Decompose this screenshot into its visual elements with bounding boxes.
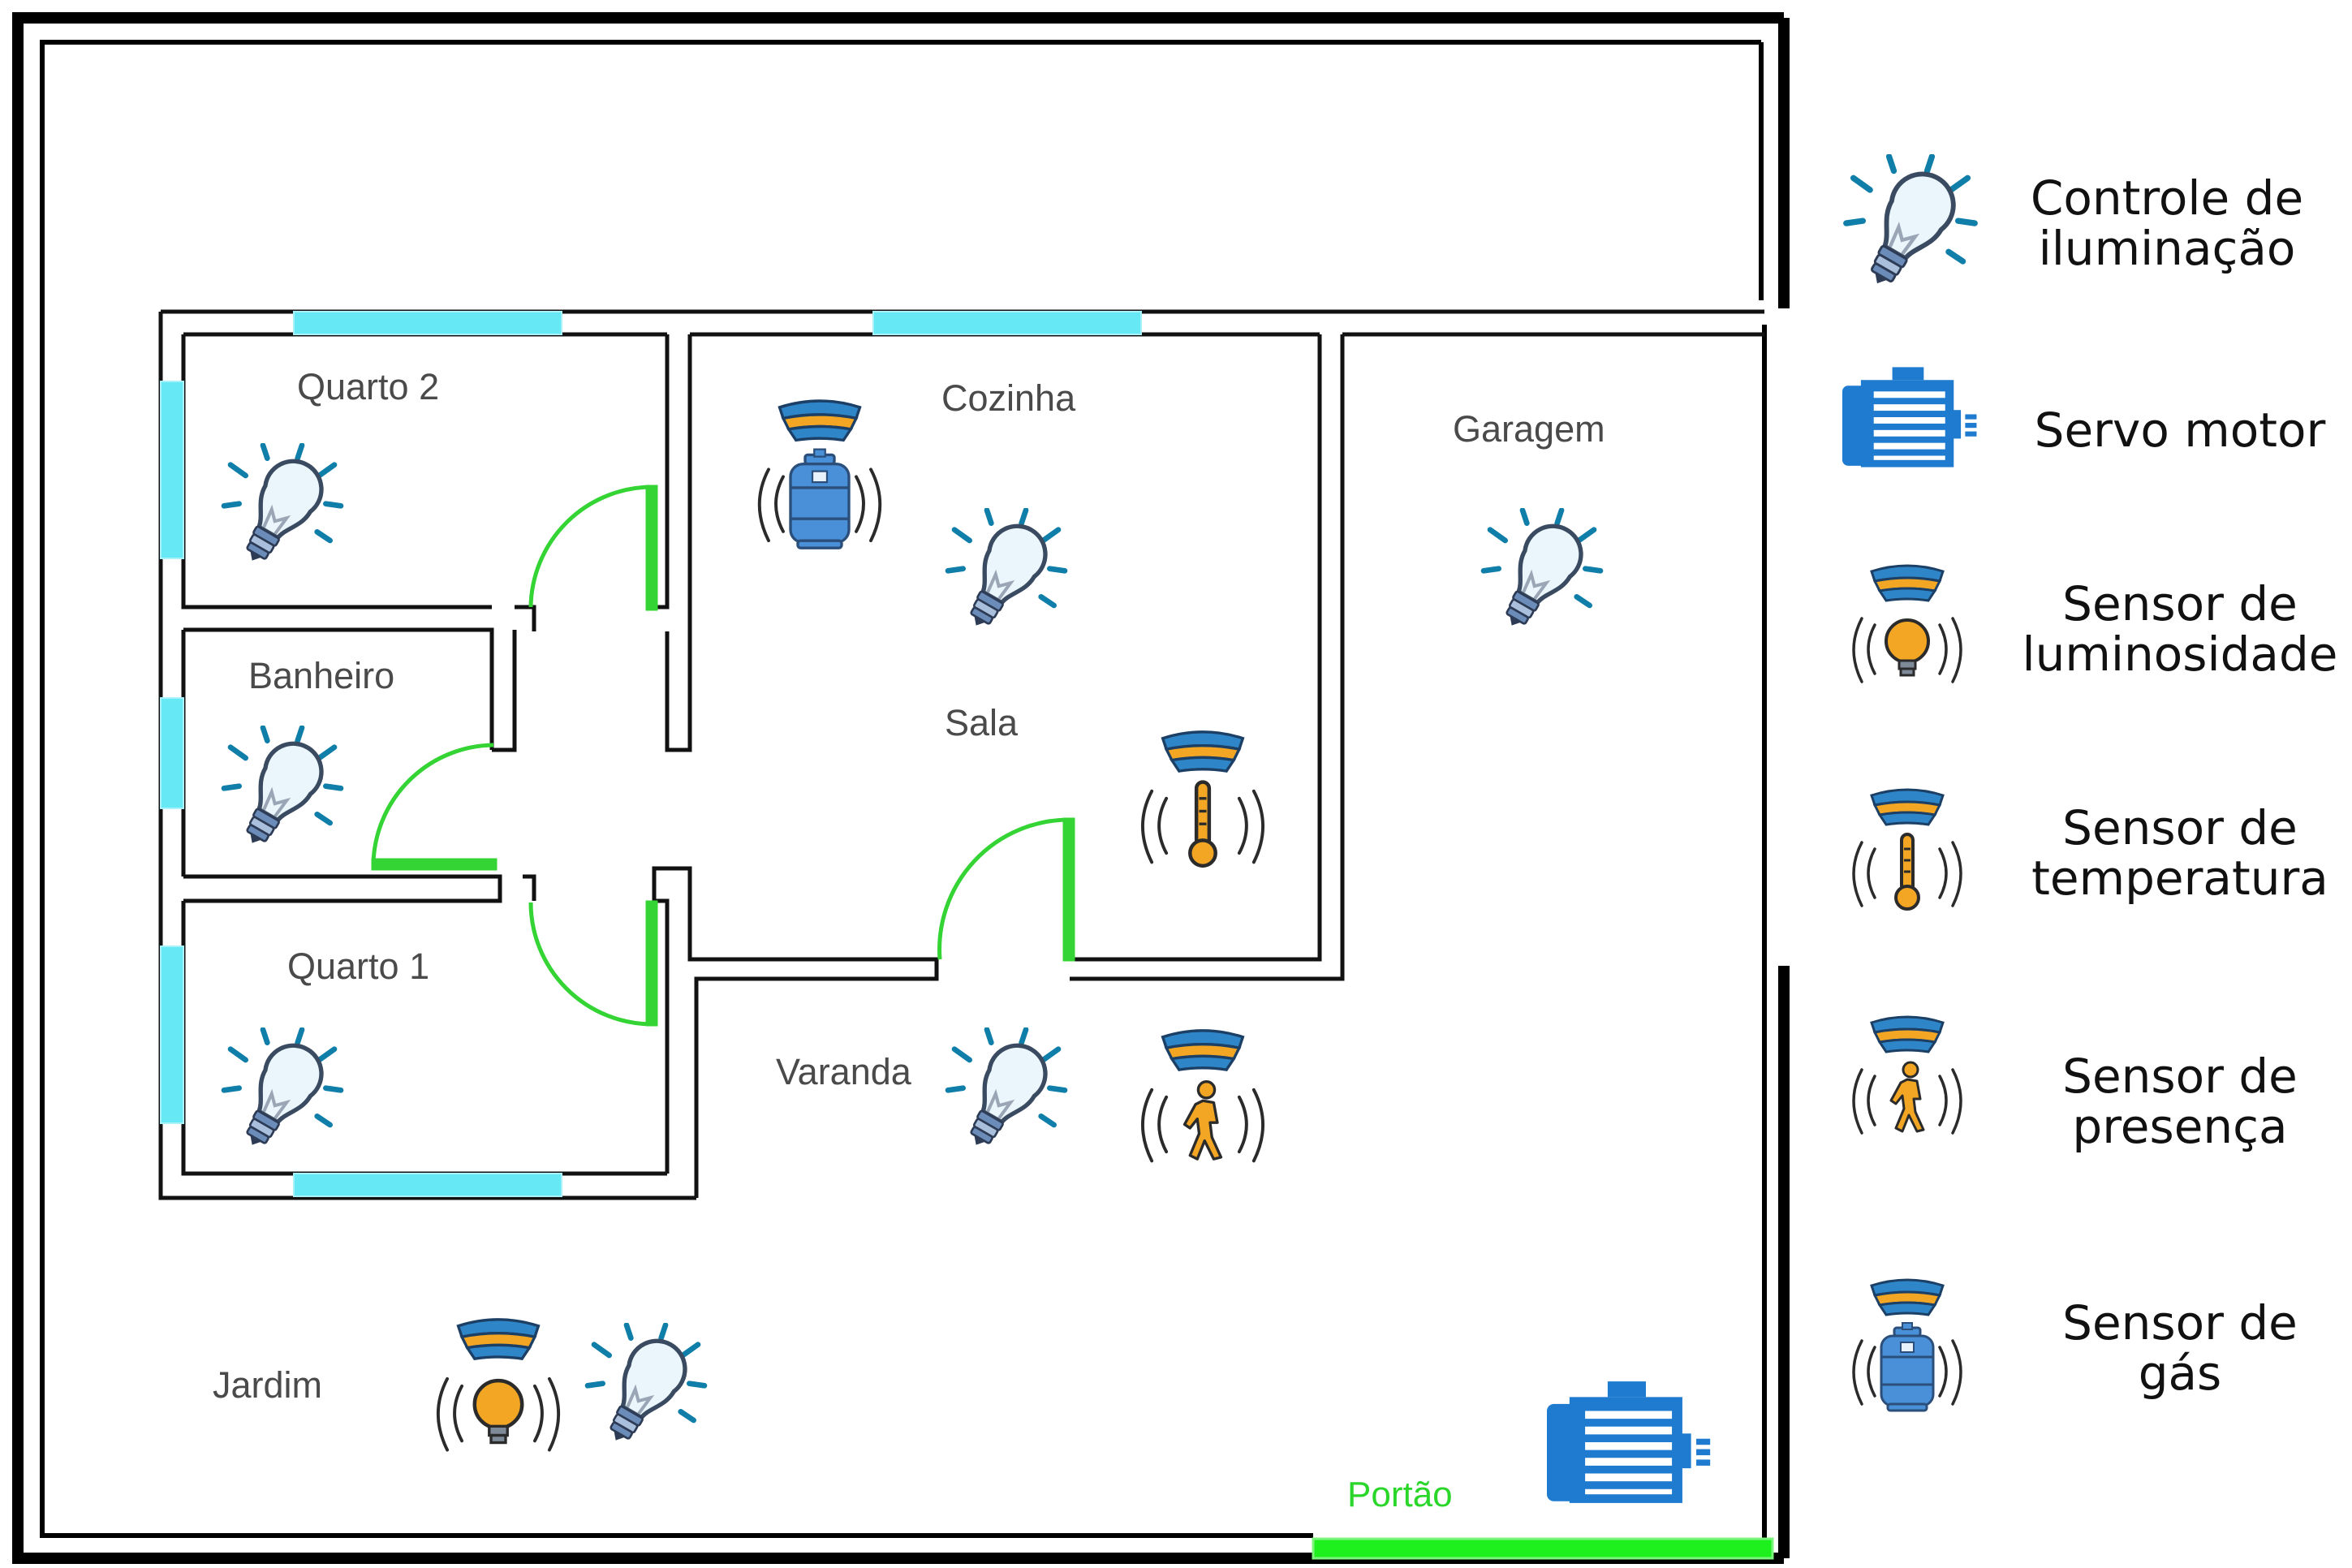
legend-label-luminosity-1: Sensor de: [2062, 576, 2298, 631]
room-label-quarto2: Quarto 2: [297, 366, 439, 407]
legend-label-lighting-1: Controle de: [2031, 170, 2303, 226]
light-bulb-icon[interactable]: [224, 1030, 341, 1159]
light-bulb-icon[interactable]: [948, 1030, 1065, 1159]
legend-label-servo: Servo motor: [2035, 403, 2326, 458]
doors: [371, 485, 1075, 1027]
room-label-garagem: Garagem: [1453, 408, 1605, 450]
room-label-quarto1: Quarto 1: [287, 946, 429, 987]
light-bulb-icon[interactable]: [948, 510, 1065, 640]
luminosity-sensor-icon[interactable]: [438, 1320, 558, 1450]
legend-label-temperature-2: temperatura: [2031, 851, 2328, 906]
light-bulb-icon[interactable]: [224, 446, 341, 575]
room-label-banheiro: Banheiro: [248, 655, 394, 696]
windows: [160, 311, 1142, 1197]
light-bulb-icon[interactable]: [224, 728, 341, 857]
luminosity-sensor-icon: [1854, 566, 1961, 682]
light-bulb-icon[interactable]: [588, 1325, 704, 1454]
room-label-cozinha: Cozinha: [941, 377, 1076, 419]
gas-sensor-icon[interactable]: [760, 401, 881, 548]
presence-sensor-icon[interactable]: [1143, 1031, 1263, 1161]
room-label-sala: Sala: [945, 702, 1019, 743]
outer-wall-inner-line: [40, 40, 1764, 1538]
legend-label-gas-1: Sensor de: [2062, 1295, 2298, 1350]
legend: Controle de iluminação Servo motor Senso…: [1842, 157, 2337, 1411]
legend-label-lighting-2: iluminação: [2039, 221, 2296, 276]
legend-label-gas-2: gás: [2139, 1346, 2222, 1401]
room-label-jardim: Jardim: [213, 1364, 322, 1406]
room-label-varanda: Varanda: [776, 1051, 912, 1092]
room-labels: Quarto 2 Cozinha Garagem Banheiro Sala Q…: [213, 366, 1605, 1514]
gate[interactable]: [1312, 1537, 1774, 1560]
servo-motor-icon: [1842, 367, 1977, 467]
light-bulb-icon[interactable]: [1484, 510, 1600, 640]
temperature-sensor-icon: [1854, 790, 1961, 909]
legend-label-presence-2: presença: [2072, 1099, 2287, 1154]
temperature-sensor-icon[interactable]: [1143, 732, 1263, 866]
plan-devices: [224, 401, 1711, 1503]
servo-motor-icon[interactable]: [1547, 1381, 1711, 1503]
legend-label-presence-1: Sensor de: [2062, 1049, 2298, 1104]
legend-label-temperature-1: Sensor de: [2062, 800, 2298, 855]
legend-label-luminosity-2: luminosidade: [2022, 627, 2338, 682]
light-bulb-icon: [1846, 157, 1975, 299]
gate-label: Portão: [1347, 1475, 1453, 1514]
gas-sensor-icon: [1854, 1280, 1961, 1411]
outer-wall: [12, 12, 1790, 1564]
presence-sensor-icon: [1854, 1017, 1961, 1133]
